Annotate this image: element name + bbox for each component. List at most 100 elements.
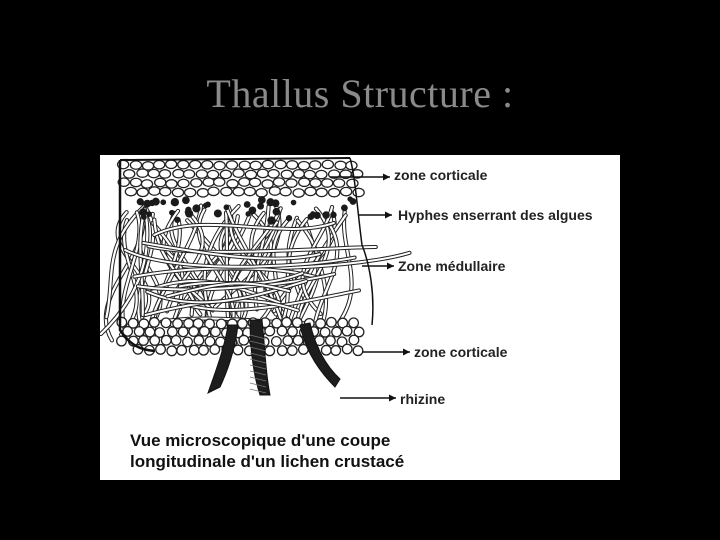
- cortex-cell: [280, 169, 294, 180]
- alga-cell: [272, 207, 281, 216]
- alga-cell: [340, 204, 348, 212]
- cortex-cell: [256, 168, 270, 179]
- alga-cell: [136, 198, 144, 206]
- outline-left: [118, 160, 156, 353]
- cortex-cell: [243, 186, 257, 197]
- cortex-cell: [309, 178, 322, 188]
- cortex-cell: [172, 318, 184, 329]
- rhizine-hatch: [249, 376, 267, 382]
- alga-cell: [267, 216, 276, 225]
- alga-cell: [202, 202, 209, 209]
- cortex-cell: [303, 169, 317, 180]
- cortex-cell: [270, 335, 282, 347]
- alga-cell: [285, 215, 293, 222]
- arrow-head: [383, 173, 390, 181]
- rhizine-hatch: [249, 334, 267, 340]
- cortex-cell: [315, 187, 328, 198]
- cortex-cell: [268, 186, 282, 196]
- lichen-diagram: zone corticale Hyphes enserrant des algu…: [100, 155, 620, 480]
- label-upper-cortex: zone corticale: [394, 167, 488, 183]
- arrow-head: [403, 348, 410, 356]
- cortex-cell: [140, 179, 154, 189]
- caption-line-2: longitudinale d'un lichen crustacé: [130, 452, 405, 471]
- thallus-outline: [118, 157, 374, 353]
- alga-cell: [184, 209, 190, 215]
- arrow-head: [389, 394, 396, 402]
- cortex-cell: [236, 318, 248, 329]
- rhizine-hatch: [249, 388, 267, 394]
- rhizine-hatch: [249, 340, 267, 346]
- cortex-cell: [336, 336, 348, 348]
- cortex-cell: [219, 169, 233, 180]
- cortex-cell: [159, 186, 172, 197]
- rhizine-hatch: [249, 358, 267, 364]
- label-rhizine: rhizine: [400, 391, 446, 407]
- cortex-cell: [279, 186, 292, 197]
- cortex-cell: [207, 186, 220, 197]
- cortex-cell: [160, 334, 172, 346]
- outline-right: [349, 157, 374, 326]
- rhizine-hatch: [249, 370, 267, 376]
- slide-title: Thallus Structure :: [206, 71, 514, 116]
- cortex-cell: [325, 316, 337, 328]
- cortex-cell: [261, 179, 274, 189]
- cortex-cell: [225, 160, 239, 170]
- label-algal-layer: Hyphes enserrant des algues: [398, 207, 593, 223]
- cortex-cell: [204, 318, 216, 330]
- cortex-cell: [272, 177, 286, 187]
- hypha-core: [147, 245, 377, 253]
- cortex-cell: [158, 169, 172, 179]
- alga-cell: [146, 211, 152, 218]
- cortex-cell: [182, 169, 196, 179]
- alga-cell: [192, 204, 201, 213]
- cortex-cell: [352, 345, 364, 357]
- cortex-cell: [282, 335, 294, 347]
- cortex-cell: [276, 325, 288, 337]
- cortex-cell: [353, 326, 365, 338]
- cortex-cell: [190, 177, 203, 188]
- hypha-core: [105, 205, 146, 319]
- cortex-cell: [177, 326, 189, 338]
- hypha-core: [139, 207, 146, 317]
- label-lower-cortex: zone corticale: [414, 344, 508, 360]
- cortex-cell: [177, 178, 190, 189]
- cortex-cell: [116, 316, 128, 328]
- cortex-cell: [249, 160, 262, 171]
- cortex-cell: [153, 177, 167, 188]
- cortex-cell: [339, 186, 353, 197]
- cortex-cell: [341, 325, 353, 337]
- hypha-core: [146, 280, 308, 304]
- alga-cell: [182, 196, 190, 205]
- cortex-cell: [315, 318, 326, 329]
- cortex-cell: [238, 334, 250, 346]
- cortex-cell: [188, 326, 200, 337]
- cortex-cell: [152, 159, 166, 170]
- cortex-cell: [138, 318, 150, 330]
- cortex-cell: [281, 316, 293, 328]
- arrow-head: [387, 262, 394, 270]
- alga-cell: [271, 199, 280, 208]
- alga-cell: [330, 211, 337, 219]
- hypha-core: [153, 221, 335, 237]
- diagram-caption: Vue microscopique d'une coupe longitudin…: [130, 430, 404, 472]
- cortex-cell: [148, 316, 160, 328]
- alga-cell: [347, 196, 353, 202]
- cortex-cell: [232, 168, 245, 179]
- cortex-cell: [331, 326, 343, 338]
- cortex-cell: [255, 187, 268, 198]
- cortex-cell: [292, 334, 304, 346]
- caption-line-1: Vue microscopique d'une coupe: [130, 431, 391, 450]
- rhizine-hatch: [249, 364, 267, 370]
- cortex-cell: [122, 169, 136, 179]
- cortex-cell: [330, 345, 342, 356]
- cortex-cell: [182, 336, 193, 348]
- cortex-cell: [220, 186, 233, 197]
- cortex-cell: [248, 177, 262, 188]
- cortex-cell: [286, 326, 298, 338]
- alga-cell: [174, 216, 181, 223]
- cortex-cell: [200, 159, 214, 170]
- cortex-cell: [155, 343, 166, 355]
- cortex-cell: [213, 177, 226, 187]
- cortex-cell: [292, 188, 305, 198]
- cortex-cell: [297, 160, 311, 171]
